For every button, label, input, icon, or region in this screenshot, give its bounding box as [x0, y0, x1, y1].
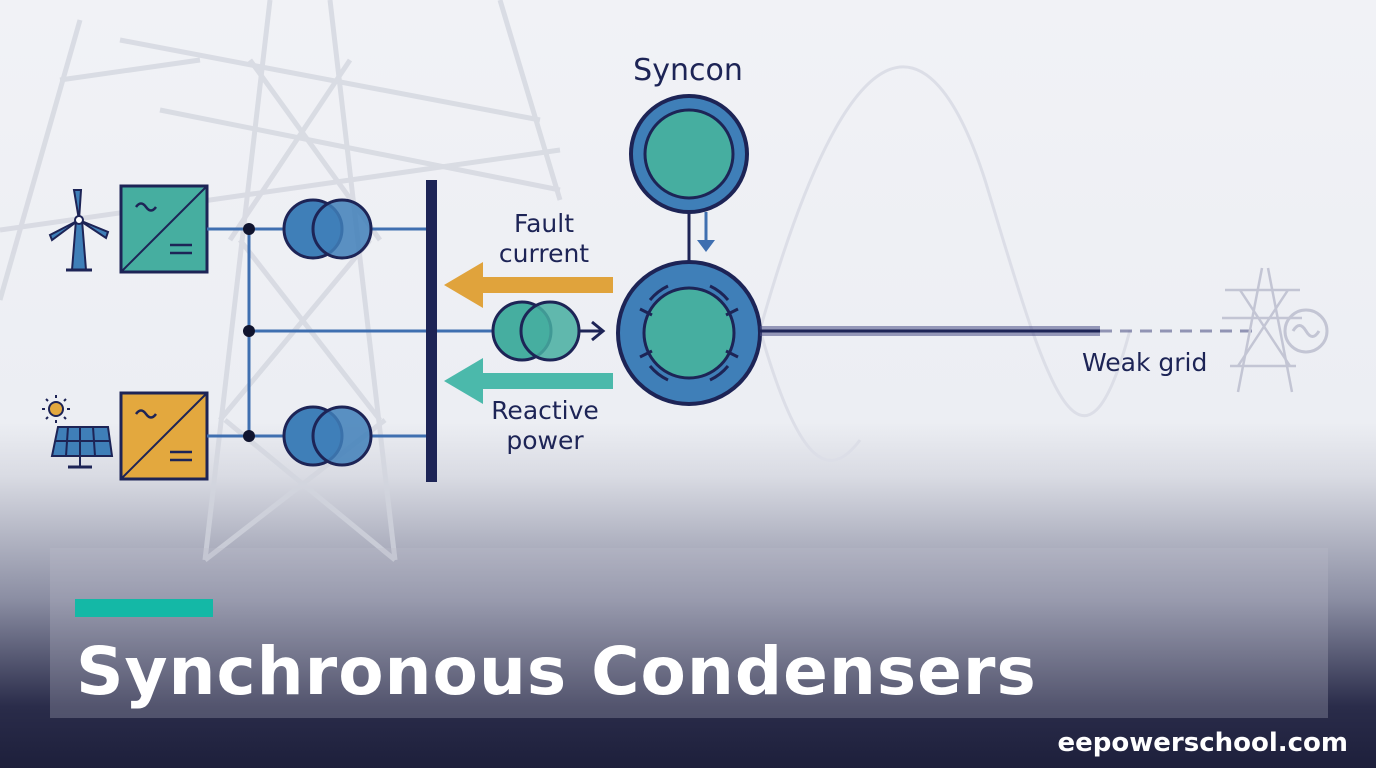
- page-title: Synchronous Condensers: [76, 633, 1037, 710]
- busbar: [426, 180, 437, 482]
- junction-dot-bottom: [243, 430, 255, 442]
- transformer-syncon: [491, 300, 581, 362]
- syncon-machine: [616, 260, 762, 406]
- solar-inverter-box: [119, 391, 209, 481]
- wind-turbine-icon: [48, 189, 110, 272]
- transmission-tower-icon: [1222, 267, 1302, 393]
- coupling-arrow: [697, 240, 715, 252]
- solar-panel-icon: [50, 426, 114, 469]
- reactive-power-label: Reactive power: [491, 396, 599, 455]
- title-panel: [50, 548, 1328, 718]
- wind-inverter-box: [119, 184, 209, 274]
- flow-arrowhead: [591, 320, 606, 342]
- site-watermark: eepowerschool.com: [1057, 728, 1349, 758]
- transformer-bottom: [282, 405, 373, 467]
- transformer-top: [282, 198, 373, 260]
- sine-wave-background: [758, 65, 1132, 462]
- weak-grid-line: [760, 326, 1260, 336]
- ac-source-icon: [1283, 308, 1329, 354]
- junction-dots: [243, 223, 255, 442]
- junction-dot-top: [243, 223, 255, 235]
- syncon-exciter: [629, 94, 749, 214]
- syncon-label: Syncon: [633, 53, 743, 88]
- sun-icon: [42, 395, 70, 423]
- weak-grid-label: Weak grid: [1082, 348, 1208, 377]
- title-accent-bar: [75, 599, 213, 617]
- fault-current-label: Fault current: [498, 209, 590, 268]
- reactive-power-arrow: [444, 358, 613, 404]
- feeder-wiring: [207, 227, 493, 438]
- junction-dot-middle: [243, 325, 255, 337]
- fault-current-arrow: [444, 262, 613, 308]
